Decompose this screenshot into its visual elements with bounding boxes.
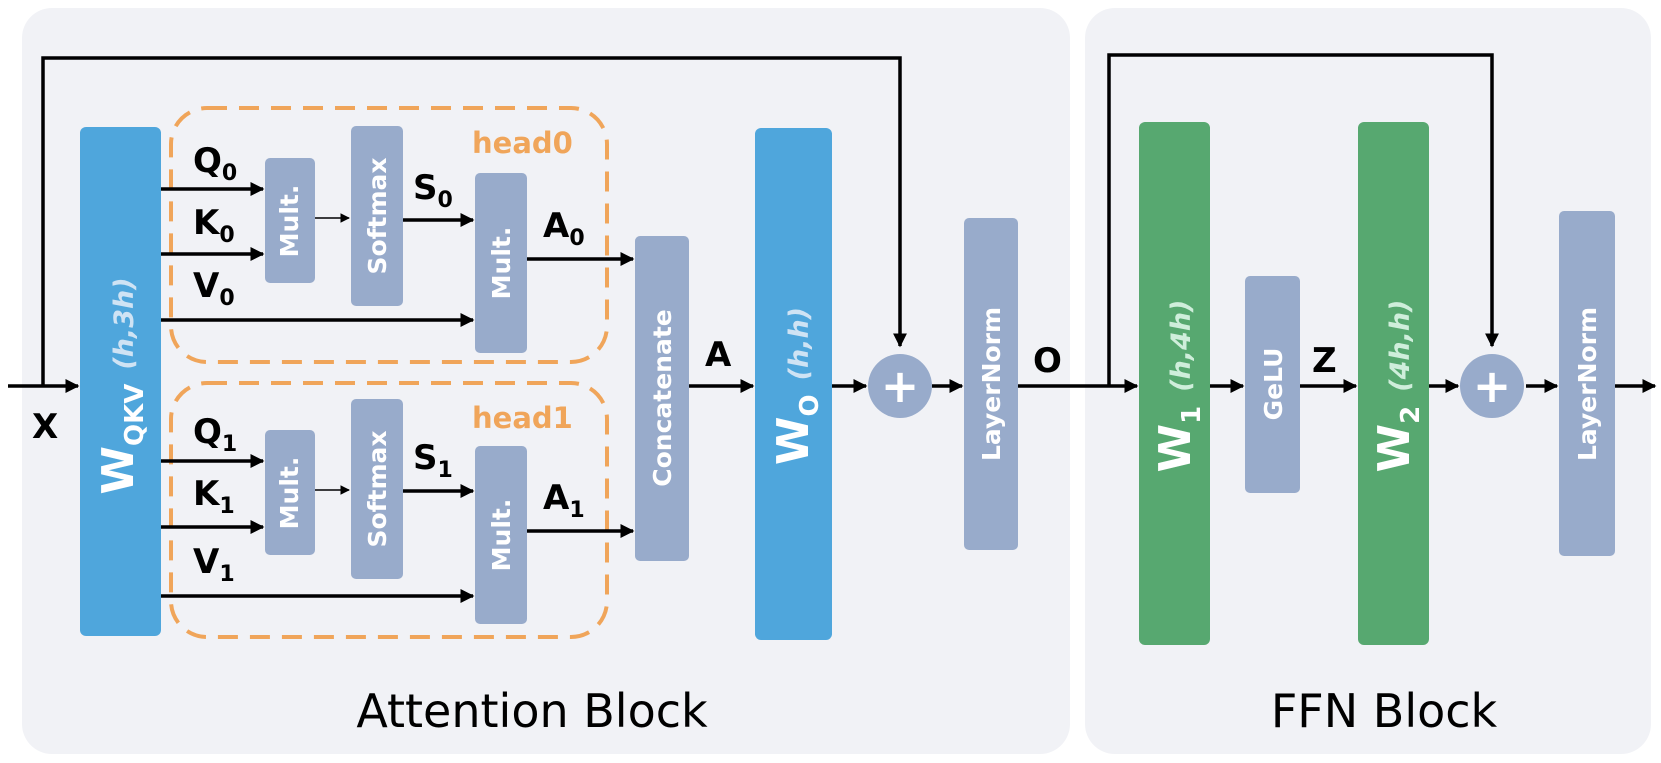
- gelu-op: GeLU: [1245, 276, 1300, 493]
- head0-outline: [169, 106, 609, 364]
- svg-text:W1(h,4h): W1(h,4h): [1150, 300, 1207, 473]
- add-node-ffn: +: [1460, 354, 1524, 418]
- svg-text:WQKV(h,3h): WQKV(h,3h): [93, 277, 150, 494]
- a1-label: A1: [543, 478, 585, 523]
- svg-text:Mult.: Mult.: [487, 499, 516, 572]
- v0-label: V0: [193, 266, 235, 311]
- head1-mult2: Mult.: [475, 446, 527, 624]
- k1-label: K1: [193, 474, 235, 519]
- a0-label: A0: [543, 206, 585, 251]
- concatenate-op: Concatenate: [635, 236, 689, 561]
- head1-mult1: Mult.: [265, 430, 315, 555]
- layernorm-attention: LayerNorm: [964, 218, 1018, 550]
- add-node-attention: +: [868, 354, 932, 418]
- s0-label: S0: [413, 168, 453, 213]
- s1-label: S1: [413, 438, 453, 483]
- a-label: A: [705, 335, 732, 375]
- head0-mult1: Mult.: [265, 158, 315, 283]
- head0-mult2: Mult.: [475, 173, 527, 353]
- svg-text:Softmax: Softmax: [363, 430, 392, 547]
- attention-block-title: Attention Block: [356, 684, 708, 738]
- svg-text:LayerNorm: LayerNorm: [1573, 307, 1602, 461]
- wo-weight: WO(h,h): [755, 128, 832, 640]
- q1-label: Q1: [193, 412, 237, 457]
- ffn-block-title: FFN Block: [1271, 684, 1498, 738]
- svg-text:Mult.: Mult.: [275, 457, 304, 530]
- o-label: O: [1033, 341, 1062, 381]
- head1-label: head1: [472, 401, 573, 435]
- svg-text:Softmax: Softmax: [363, 157, 392, 274]
- svg-text:W2(4h,h): W2(4h,h): [1369, 300, 1426, 473]
- wqkv-weight: WQKV(h,3h): [80, 127, 161, 636]
- head1-softmax: Softmax: [351, 399, 403, 579]
- q0-label: Q0: [193, 141, 237, 186]
- k0-label: K0: [193, 203, 235, 248]
- input-x-label: X: [32, 407, 58, 447]
- svg-text:Mult.: Mult.: [487, 227, 516, 300]
- svg-text:Concatenate: Concatenate: [648, 309, 677, 487]
- head0-softmax: Softmax: [351, 126, 403, 306]
- svg-text:+: +: [1473, 359, 1512, 413]
- residual-wire-ffn: [1107, 53, 1499, 386]
- w2-weight: W2(4h,h): [1358, 122, 1429, 645]
- layernorm-ffn: LayerNorm: [1559, 211, 1615, 556]
- svg-text:Mult.: Mult.: [275, 185, 304, 258]
- w1-weight: W1(h,4h): [1139, 122, 1210, 645]
- svg-text:GeLU: GeLU: [1259, 348, 1288, 421]
- svg-text:+: +: [881, 359, 920, 413]
- residual-wire-attention: [41, 56, 907, 386]
- svg-text:WO(h,h): WO(h,h): [768, 307, 825, 465]
- head1-outline: [169, 381, 609, 639]
- v1-label: V1: [193, 542, 235, 587]
- head0-label: head0: [472, 126, 573, 160]
- svg-text:LayerNorm: LayerNorm: [977, 307, 1006, 461]
- z-label: Z: [1312, 341, 1337, 381]
